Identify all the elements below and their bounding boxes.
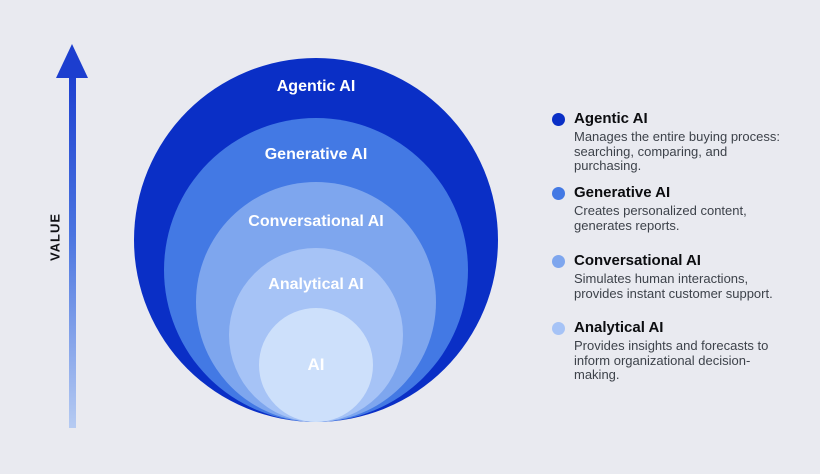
legend-text: Generative AI Creates personalized conte… bbox=[574, 184, 802, 233]
legend-text: Agentic AI Manages the entire buying pro… bbox=[574, 110, 802, 174]
legend-text: Analytical AI Provides insights and fore… bbox=[574, 319, 802, 383]
legend-item-agentic-ai: Agentic AI Manages the entire buying pro… bbox=[552, 110, 802, 174]
ring-label-generative-ai: Generative AI bbox=[264, 146, 368, 163]
legend-item-description: Provides insights and forecasts to infor… bbox=[574, 338, 769, 383]
ring-label-conversational-ai: Conversational AI bbox=[248, 213, 384, 230]
legend-item-description: Simulates human interactions, provides i… bbox=[574, 271, 773, 301]
legend-item-description: Creates personalized content, generates … bbox=[574, 203, 747, 233]
ring-ai: AI bbox=[259, 308, 373, 422]
legend-bullet-icon bbox=[552, 322, 565, 335]
legend-item-title: Conversational AI bbox=[574, 252, 701, 269]
legend-item-analytical-ai: Analytical AI Provides insights and fore… bbox=[552, 319, 802, 383]
legend-item-title: Generative AI bbox=[574, 184, 671, 201]
legend-bullet-icon bbox=[552, 187, 565, 200]
legend-item-conversational-ai: Conversational AI Simulates human intera… bbox=[552, 252, 802, 301]
legend-item-description: Manages the entire buying process: searc… bbox=[574, 129, 780, 174]
legend-bullet-icon bbox=[552, 113, 565, 126]
legend-bullet-icon bbox=[552, 255, 565, 268]
legend-text: Conversational AI Simulates human intera… bbox=[574, 252, 802, 301]
legend-item-title: Analytical AI bbox=[574, 319, 664, 336]
legend-item-title: Agentic AI bbox=[574, 110, 648, 127]
legend-item-generative-ai: Generative AI Creates personalized conte… bbox=[552, 184, 802, 233]
ring-label-ai: AI bbox=[307, 355, 325, 374]
ring-label-analytical-ai: Analytical AI bbox=[268, 276, 364, 293]
ring-label-agentic-ai: Agentic AI bbox=[276, 78, 356, 95]
